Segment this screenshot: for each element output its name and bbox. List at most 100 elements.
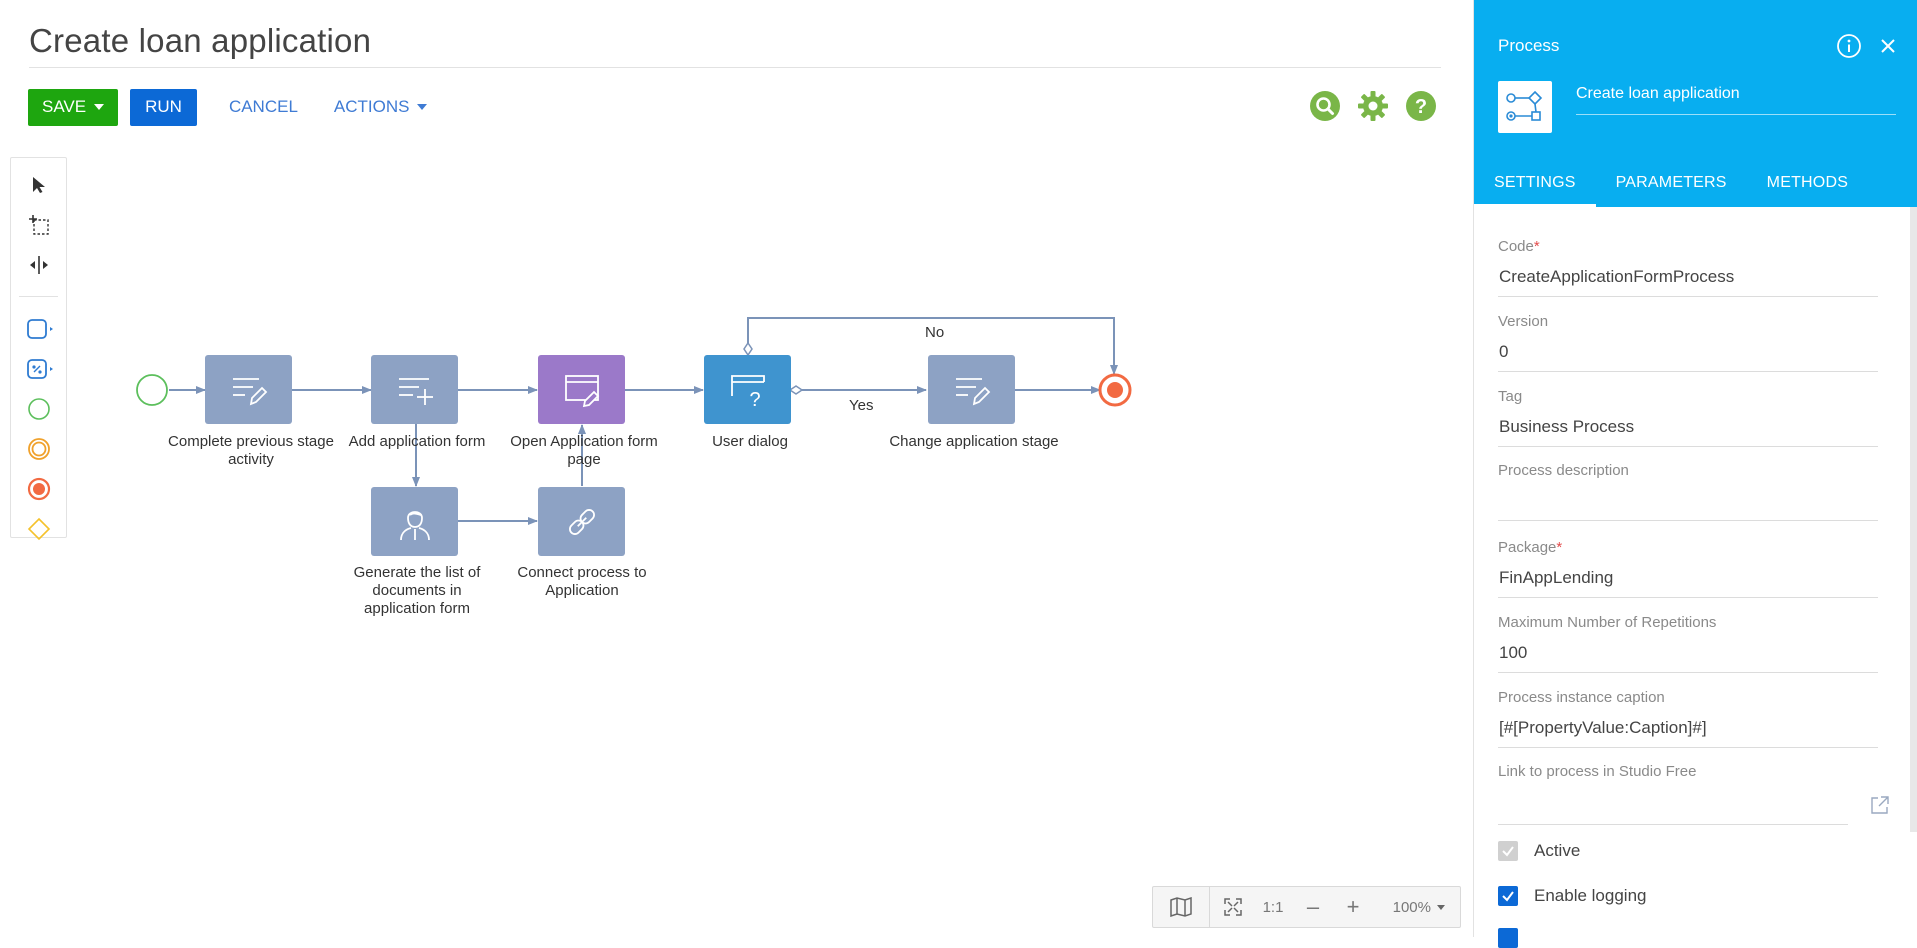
panel-tabs: SETTINGS PARAMETERS METHODS [1474, 170, 1868, 207]
actual-size-button[interactable]: 1:1 [1262, 898, 1284, 916]
palette-divider [19, 296, 58, 297]
package-field: Package* FinAppLending [1498, 539, 1878, 598]
panel-header: Process Create loan application SETTINGS… [1474, 0, 1917, 207]
version-field: Version 0 [1498, 313, 1878, 372]
version-input[interactable]: 0 [1498, 342, 1878, 372]
chevron-down-icon [1437, 904, 1445, 910]
edge-label-no: No [925, 324, 945, 341]
node-label: User dialog [712, 433, 788, 450]
enable-logging-checkbox[interactable] [1498, 886, 1518, 906]
node-label: Generate the list of documents in applic… [353, 564, 481, 617]
conditional-flow-marker [743, 341, 753, 357]
designer-icons: ? [1308, 89, 1438, 123]
help-icon[interactable]: ? [1404, 89, 1438, 123]
description-label: Process description [1498, 462, 1629, 479]
tab-methods[interactable]: METHODS [1766, 174, 1849, 191]
flow-line[interactable] [747, 317, 1118, 375]
process-properties-panel: Process Create loan application SETTINGS… [1473, 0, 1917, 948]
minimap-icon[interactable] [1153, 887, 1209, 927]
run-button[interactable]: RUN [130, 88, 197, 126]
task-connect-process[interactable] [538, 487, 625, 556]
task-open-page[interactable] [538, 355, 625, 424]
max-repetitions-field: Maximum Number of Repetitions 100 [1498, 614, 1878, 673]
node-label: Connect process to Application [517, 564, 647, 599]
description-field: Process description [1498, 462, 1878, 521]
user-script-icon [399, 510, 430, 540]
max-repetitions-input[interactable]: 100 [1498, 643, 1878, 673]
external-link-icon[interactable] [1870, 795, 1890, 815]
space-tool-icon[interactable] [11, 250, 66, 280]
diagram-connectors [136, 317, 1132, 525]
task-user-dialog[interactable]: ? [704, 355, 791, 424]
search-icon[interactable] [1308, 89, 1342, 123]
code-input[interactable]: CreateApplicationFormProcess [1498, 267, 1878, 297]
start-event[interactable] [136, 374, 168, 406]
process-icon [1498, 81, 1552, 133]
tab-parameters[interactable]: PARAMETERS [1615, 174, 1727, 191]
info-icon[interactable] [1836, 33, 1862, 59]
page-title: Create loan application [29, 22, 372, 59]
zoom-level-value: 100% [1392, 898, 1431, 916]
end-event-icon[interactable] [11, 474, 66, 504]
user-dialog-icon: ? [730, 374, 765, 410]
svg-text:?: ? [749, 389, 760, 410]
studio-link-input[interactable] [1498, 795, 1848, 825]
save-button-label: SAVE [42, 97, 87, 116]
task-generate-docs[interactable] [371, 487, 458, 556]
enable-logging-label: Enable logging [1534, 886, 1647, 905]
next-checkbox-row [1498, 928, 1534, 948]
gateway-icon[interactable] [11, 514, 66, 544]
chevron-down-icon [94, 104, 105, 110]
fit-screen-icon[interactable] [1210, 887, 1255, 927]
title-divider [29, 67, 1441, 68]
active-checkbox-row: Active [1498, 841, 1580, 861]
code-field: Code* CreateApplicationFormProcess [1498, 238, 1878, 297]
process-name-input[interactable]: Create loan application [1576, 85, 1896, 115]
panel-scrollbar[interactable] [1910, 207, 1917, 832]
tag-input[interactable]: Business Process [1498, 417, 1878, 447]
max-repetitions-label: Maximum Number of Repetitions [1498, 614, 1717, 631]
link-icon [568, 508, 595, 535]
actions-button[interactable]: ACTIONS [320, 89, 442, 126]
studio-link-field: Link to process in Studio Free [1498, 763, 1889, 825]
cancel-button[interactable]: CANCEL [215, 89, 312, 126]
svg-text:?: ? [1415, 96, 1427, 118]
zoom-divider [1209, 887, 1210, 927]
next-checkbox[interactable] [1498, 928, 1518, 948]
tag-field: Tag Business Process [1498, 388, 1878, 447]
description-input[interactable] [1498, 491, 1878, 521]
zoom-in-icon[interactable]: + [1346, 894, 1360, 919]
edit-page-icon [955, 377, 990, 405]
close-icon[interactable] [1875, 33, 1901, 59]
edge-label-yes: Yes [849, 397, 874, 414]
node-label: Complete previous stage activity [168, 433, 334, 468]
task-complete-stage[interactable] [205, 355, 292, 424]
conditional-flow-marker [788, 385, 804, 395]
active-label: Active [1534, 841, 1581, 860]
save-button[interactable]: SAVE [28, 88, 119, 126]
actions-button-label: ACTIONS [333, 97, 410, 116]
zoom-level-dropdown[interactable]: 100% [1371, 887, 1459, 927]
diagram-canvas: ? Complete previous stage activity Add a… [136, 317, 1132, 617]
chevron-down-icon [417, 104, 428, 110]
node-label: Change application stage [889, 433, 1059, 450]
task-icon[interactable] [11, 314, 66, 344]
intermediate-event-icon[interactable] [11, 434, 66, 464]
subprocess-icon[interactable] [11, 354, 66, 384]
pointer-icon[interactable] [11, 170, 66, 200]
zoom-out-icon[interactable]: – [1306, 894, 1320, 919]
panel-title: Process [1498, 36, 1560, 55]
tab-settings[interactable]: SETTINGS [1474, 170, 1596, 207]
task-add-form[interactable] [371, 355, 458, 424]
end-event-core [1107, 382, 1123, 398]
task-change-stage[interactable] [928, 355, 1015, 424]
package-input[interactable]: FinAppLending [1498, 568, 1878, 598]
active-checkbox [1498, 841, 1518, 861]
lasso-select-icon[interactable] [11, 210, 66, 240]
open-page-icon [564, 374, 599, 407]
start-event-icon[interactable] [11, 394, 66, 424]
version-label: Version [1498, 313, 1549, 330]
element-palette [10, 157, 67, 541]
instance-caption-input[interactable]: [#[PropertyValue:Caption]#] [1498, 718, 1878, 748]
gear-icon[interactable] [1356, 89, 1390, 123]
